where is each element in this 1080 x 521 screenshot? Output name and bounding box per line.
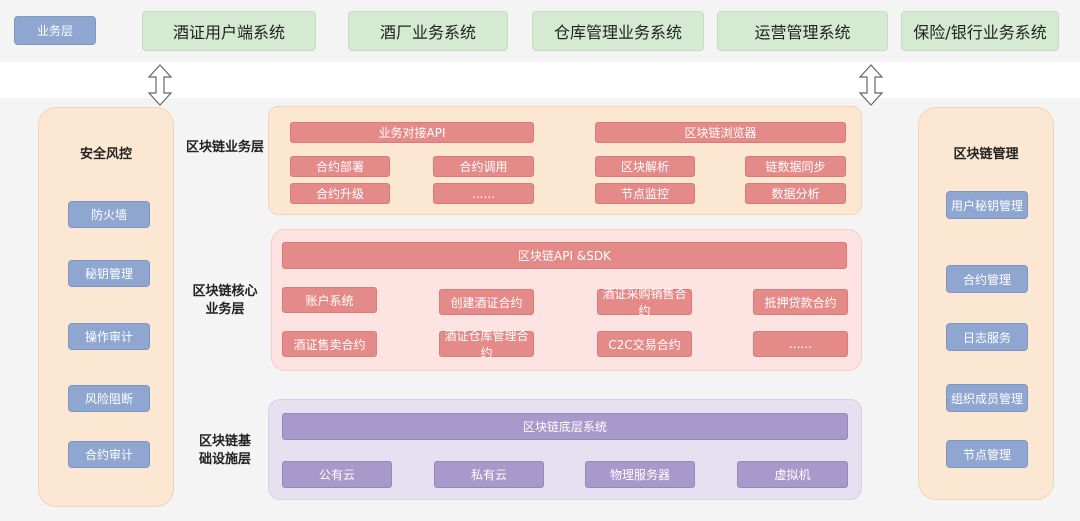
node-monitor-box: 节点监控 [595,183,695,204]
security-risk-panel [38,107,174,507]
business-layer-label: 区块链业务层 [185,140,264,155]
system-box-liquor-user: 酒证用户端系统 [142,11,316,51]
contract-management-box: 合约管理 [946,265,1028,293]
system-box-distillery: 酒厂业务系统 [348,11,508,51]
user-key-management-box: 用户秘钥管理 [946,191,1028,219]
public-cloud-box: 公有云 [282,461,392,488]
contract-invoke-box: 合约调用 [433,156,534,177]
business-layer-tag: 业务层 [14,16,96,45]
core-more-box: ...... [753,331,848,357]
bidirectional-arrow-icon [147,64,173,106]
system-box-operations: 运营管理系统 [717,11,888,51]
operation-audit-box: 操作审计 [68,323,150,350]
base-layer-label: 区块链基 础设施层 [180,433,270,469]
data-analysis-box: 数据分析 [745,183,846,204]
blockchain-base-system-header: 区块链底层系统 [282,413,848,440]
base-layer-label-line2: 础设施层 [198,452,251,467]
base-layer-label-line1: 区块链基 [198,434,251,449]
blockchain-management-title: 区块链管理 [953,146,1019,162]
blockchain-browser-header: 区块链浏览器 [595,122,846,143]
contract-audit-box: 合约审计 [68,441,150,468]
firewall-box: 防火墙 [68,201,150,228]
warehouse-management-contract-box: 酒证仓库管理合约 [439,329,534,360]
bidirectional-arrow-icon [858,64,884,106]
mortgage-loan-contract-box: 抵押贷款合约 [753,289,848,315]
account-system-box: 账户系统 [282,287,377,313]
blockchain-api-sdk-header: 区块链API &SDK [282,242,847,269]
core-layer-label: 区块链核心 业务层 [180,283,270,319]
block-parse-box: 区块解析 [595,156,695,177]
blockchain-management-panel [918,107,1054,500]
node-management-box: 节点管理 [946,440,1028,468]
c2c-trade-contract-box: C2C交易合约 [597,331,692,357]
virtual-machine-box: 虚拟机 [737,461,848,488]
purchase-sales-contract-box: 酒证采购销售合约 [597,287,692,318]
log-service-box: 日志服务 [946,323,1028,351]
key-management-box: 秘钥管理 [68,260,150,287]
business-api-header: 业务对接API [290,122,534,143]
chain-data-sync-box: 链数据同步 [745,156,846,177]
contract-deploy-box: 合约部署 [290,156,390,177]
contract-upgrade-box: 合约升级 [290,183,390,204]
liquor-sale-contract-box: 酒证售卖合约 [282,331,377,357]
physical-server-box: 物理服务器 [585,461,695,488]
core-layer-label-line1: 区块链核心 [192,284,258,299]
create-liquor-contract-box: 创建酒证合约 [439,289,534,315]
risk-blocking-box: 风险阻断 [68,385,150,412]
org-member-management-box: 组织成员管理 [946,384,1028,412]
system-box-warehouse: 仓库管理业务系统 [532,11,704,51]
api-more-box: ...... [433,183,534,204]
core-layer-label-line2: 业务层 [205,302,245,317]
system-box-insurance-bank: 保险/银行业务系统 [901,11,1059,51]
private-cloud-box: 私有云 [434,461,544,488]
security-risk-title: 安全风控 [79,146,132,162]
